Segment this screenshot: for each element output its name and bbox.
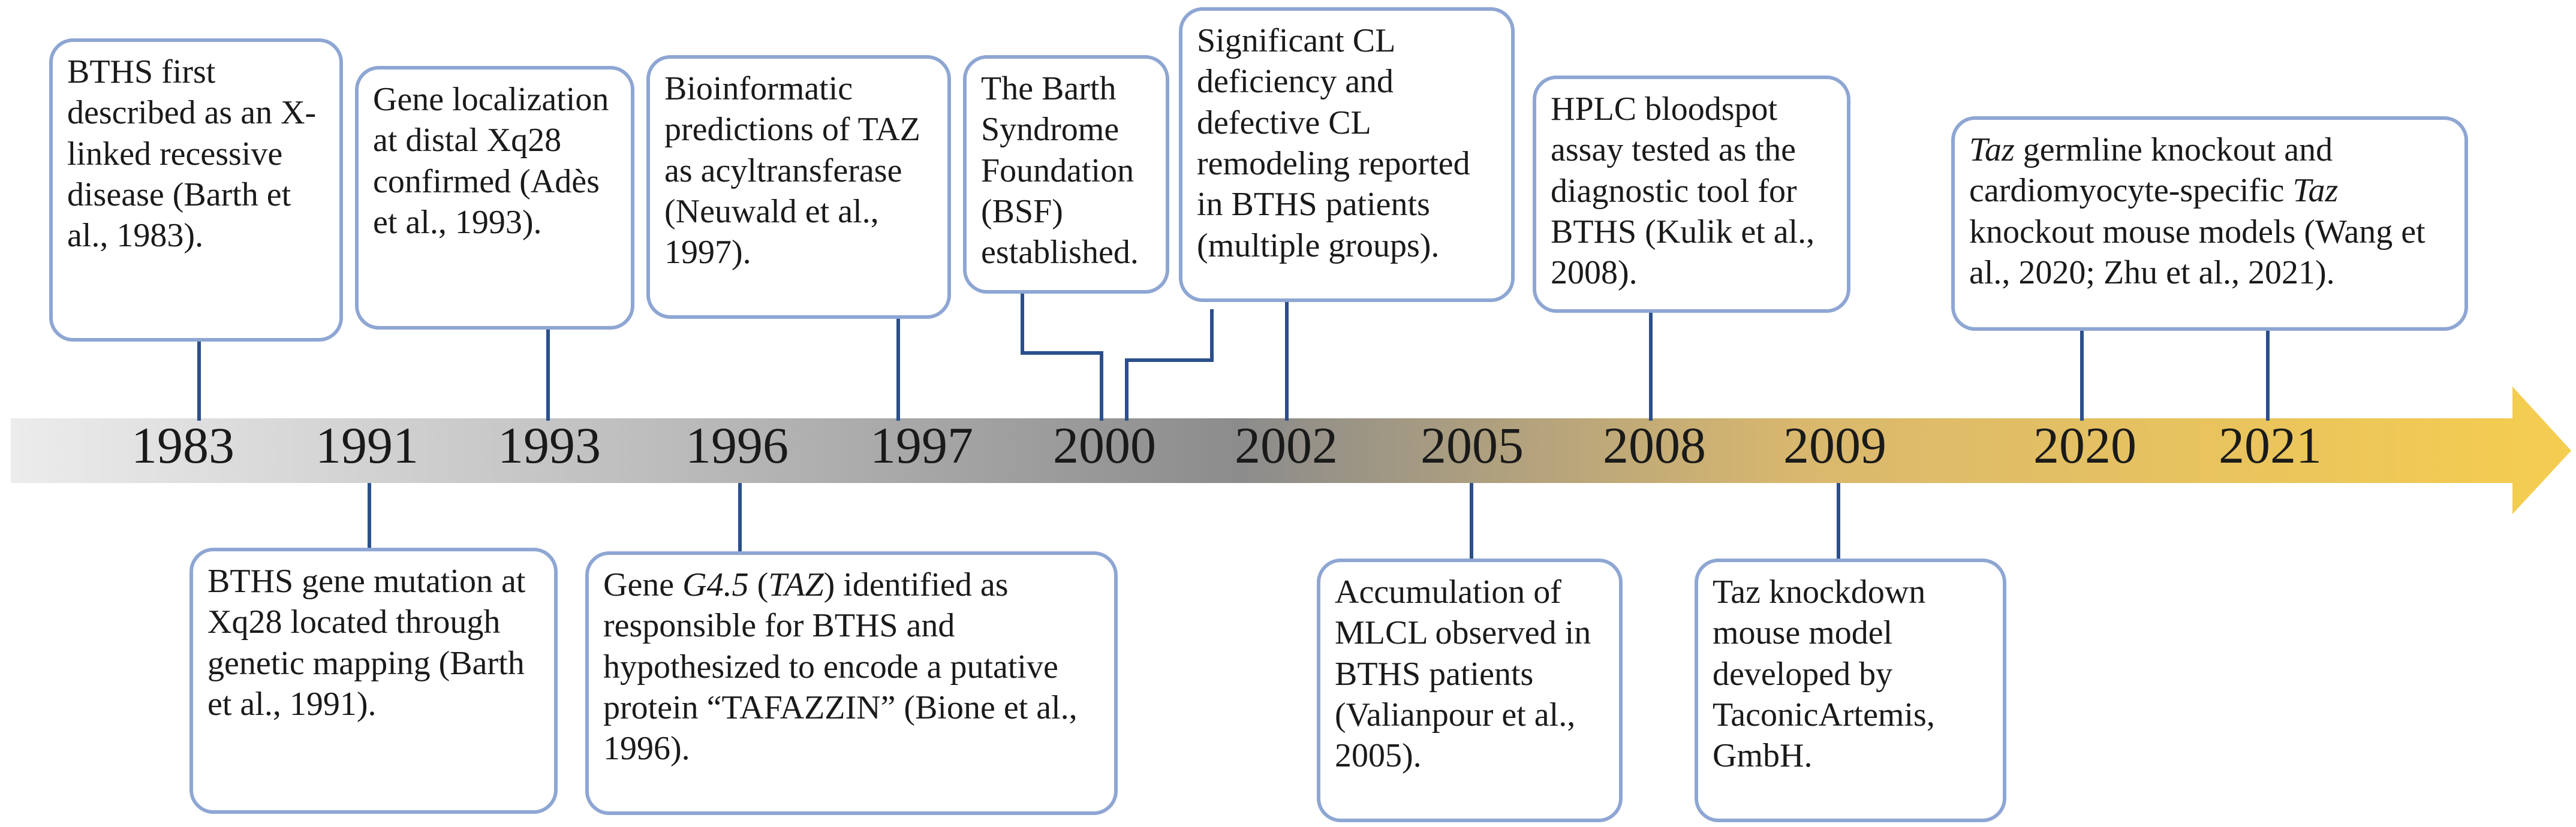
connector-2005 [1470, 483, 1473, 560]
connector-1983 [197, 339, 201, 421]
event-box-2000: The Barth Syndrome Foundation (BSF) esta… [963, 55, 1169, 294]
event-text: BTHS first described as an X-linked rece… [67, 53, 317, 255]
year-label: 2000 [1053, 416, 1156, 474]
event-text: Taz knockdown mouse model developed by T… [1713, 574, 1935, 775]
connector-2000-right-v2 [1210, 309, 1214, 362]
year-label: 1993 [498, 416, 601, 474]
connector-2020 [2080, 330, 2084, 421]
event-box-2009: Taz knockdown mouse model developed by T… [1695, 559, 2006, 822]
event-box-1991: BTHS gene mutation at Xq28 located throu… [189, 548, 558, 814]
year-label: 2009 [1783, 416, 1886, 474]
connector-2000-right-h [1125, 358, 1214, 362]
year-label: 2021 [2219, 416, 2322, 474]
year-label: 2020 [2033, 416, 2136, 474]
event-text: Significant CL deficiency and defective … [1197, 22, 1470, 264]
connector-2000-left-v2 [1100, 351, 1103, 421]
year-label: 1983 [131, 416, 234, 474]
event-text: The Barth Syndrome Foundation (BSF) esta… [981, 70, 1139, 271]
event-box-1997: Bioinformatic predictions of TAZ as acyl… [646, 55, 951, 319]
connector-2008 [1649, 312, 1653, 421]
connector-1993 [546, 328, 550, 421]
event-box-1996: Gene G4.5 (TAZ) identified as responsibl… [585, 551, 1118, 815]
connector-2009 [1837, 483, 1840, 560]
gene-name-italic: TAZ [768, 566, 824, 603]
event-text: Accumulation of MLCL observed in BTHS pa… [1335, 574, 1591, 775]
year-label: 1996 [685, 416, 789, 474]
event-box-1983: BTHS first described as an X-linked rece… [49, 38, 343, 342]
event-box-2005: Accumulation of MLCL observed in BTHS pa… [1317, 559, 1623, 822]
event-text: Gene G4.5 (TAZ) identified as responsibl… [603, 566, 1078, 768]
event-box-1993: Gene localization at distal Xq28 confirm… [355, 66, 634, 330]
year-label: 2008 [1603, 416, 1706, 474]
year-label: 2005 [1421, 416, 1524, 474]
connector-2000-left-v [1021, 291, 1024, 355]
event-text: Taz germline knockout and cardiomyocyte-… [1969, 131, 2425, 291]
event-text: Bioinformatic predictions of TAZ as acyl… [664, 70, 920, 271]
taz-italic: Taz [2292, 172, 2339, 210]
connector-2002 [1285, 300, 1289, 421]
taz-italic: Taz [1969, 131, 2015, 168]
event-text: HPLC bloodspot assay tested as the diagn… [1551, 90, 1815, 292]
connector-2000-left-h [1021, 351, 1103, 355]
gene-name-italic: G4.5 [682, 566, 749, 603]
connector-2021 [2266, 330, 2270, 421]
event-text: BTHS gene mutation at Xq28 located throu… [207, 563, 526, 723]
year-label: 1991 [315, 416, 419, 474]
event-box-2008: HPLC bloodspot assay tested as the diagn… [1533, 76, 1850, 313]
connector-1996 [738, 483, 742, 554]
event-text: Gene localization at distal Xq28 confirm… [373, 81, 609, 241]
connector-1997 [896, 318, 900, 421]
connector-2000-right-v [1125, 362, 1128, 421]
event-box-2020-2021: Taz germline knockout and cardiomyocyte-… [1951, 116, 2468, 331]
connector-1991 [368, 483, 371, 549]
event-box-2002: Significant CL deficiency and defective … [1179, 7, 1515, 302]
year-label: 1997 [870, 416, 973, 474]
year-label: 2002 [1235, 416, 1338, 474]
